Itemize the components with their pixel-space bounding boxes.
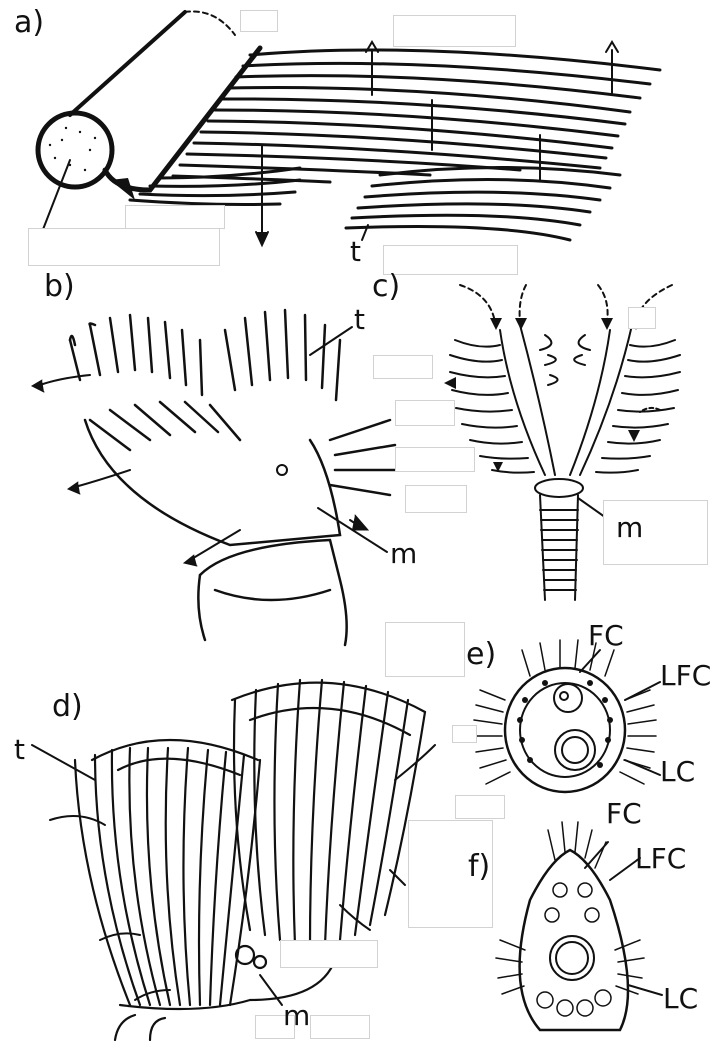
panel-label-d: d) bbox=[52, 692, 83, 722]
label-lfc-panel-e: LFC bbox=[660, 662, 711, 690]
blank-label-box bbox=[393, 15, 516, 47]
blank-label-box bbox=[240, 10, 278, 32]
blank-label-box bbox=[628, 307, 656, 329]
label-lc-panel-e: LC bbox=[660, 758, 695, 786]
panel-e-illustration bbox=[474, 640, 660, 792]
label-lc-panel-f: LC bbox=[663, 985, 698, 1013]
panel-label-f: f) bbox=[468, 852, 490, 882]
blank-label-box bbox=[125, 205, 225, 229]
label-m-panel-d: m bbox=[283, 1002, 310, 1030]
panel-d-illustration bbox=[32, 680, 435, 1040]
label-t-panel-d: t bbox=[14, 736, 25, 764]
blank-label-box bbox=[373, 355, 433, 379]
blank-label-box bbox=[395, 400, 455, 426]
panel-label-a: a) bbox=[14, 8, 44, 38]
label-t-panel-a: t bbox=[350, 238, 361, 266]
blank-label-box bbox=[383, 245, 518, 275]
label-lfc-panel-f: LFC bbox=[635, 845, 686, 873]
label-t-panel-b: t bbox=[354, 306, 365, 334]
filaments-lower-left bbox=[130, 168, 300, 205]
blank-label-box bbox=[405, 485, 467, 513]
label-fc-panel-f: FC bbox=[606, 800, 642, 828]
panel-label-e: e) bbox=[466, 640, 496, 670]
blank-label-box bbox=[455, 795, 505, 819]
blank-label-box bbox=[28, 228, 220, 266]
blank-label-box bbox=[395, 447, 475, 472]
panel-label-b: b) bbox=[44, 272, 75, 302]
panel-label-c: c) bbox=[372, 272, 400, 302]
filaments-lower-right bbox=[346, 168, 620, 241]
label-m-panel-b: m bbox=[390, 540, 417, 568]
panel-b-illustration bbox=[32, 310, 400, 645]
label-m-panel-c: m bbox=[616, 514, 643, 542]
blank-label-box bbox=[452, 725, 477, 743]
blank-label-box bbox=[280, 940, 378, 968]
blank-label-box bbox=[310, 1015, 370, 1039]
cylinder-cross-section bbox=[38, 113, 112, 187]
blank-label-box bbox=[385, 622, 465, 677]
label-fc-panel-e: FC bbox=[588, 622, 624, 650]
